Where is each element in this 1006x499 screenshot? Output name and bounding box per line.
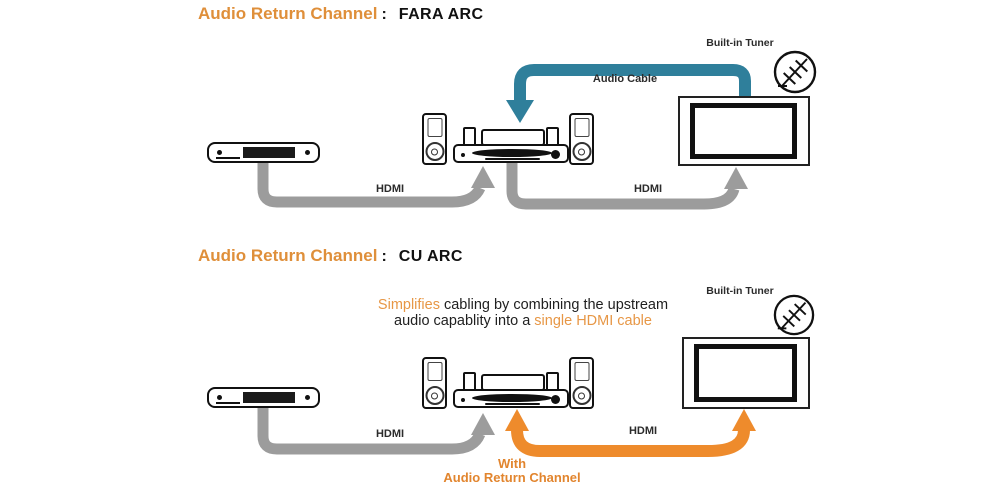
speaker-cone [572, 142, 591, 161]
player-button [217, 150, 222, 155]
receiver-knob [551, 150, 560, 159]
hdmi-label-player-bottom: HDMI [375, 428, 405, 440]
arc-description: Simplifies cabling by combining the upst… [356, 297, 690, 329]
speaker-left [422, 113, 447, 165]
speaker-right [569, 357, 594, 409]
arrowhead-up-icon [724, 167, 748, 189]
speaker-cone [572, 386, 591, 405]
speaker-port [574, 362, 589, 381]
home-theater-receiver [453, 144, 569, 163]
home-theater-receiver [453, 389, 569, 408]
audio-cable-label: Audio Cable [592, 73, 658, 85]
receiver-button [461, 398, 465, 402]
title-colon: : [381, 6, 387, 23]
audio-cable-tv-to-ht [506, 64, 751, 123]
built-in-tuner-label: Built-in Tuner [706, 285, 774, 297]
arrowhead-up-icon [505, 409, 529, 431]
arrowhead-up-icon [471, 413, 495, 435]
arc-hdmi-cable-bidirectional [505, 409, 756, 457]
tv-screen [694, 344, 797, 402]
arrowhead-down-icon [506, 100, 534, 123]
tv [678, 96, 810, 166]
speaker-left [422, 357, 447, 409]
antenna-icon [773, 50, 817, 94]
with-arc-line2: Audio Return Channel [443, 470, 581, 485]
player-display [243, 392, 295, 403]
speaker-port [427, 362, 442, 381]
arrowhead-up-icon [471, 166, 495, 188]
description-highlight: single HDMI cable [534, 313, 652, 329]
section-title-fara: Audio Return Channel : FARA ARC [198, 4, 483, 24]
hdmi-label-arc: HDMI [628, 425, 658, 437]
tv [682, 337, 810, 409]
with-arc-line1: With [497, 456, 527, 471]
title-variant: FARA ARC [398, 6, 484, 23]
receiver-detail [485, 158, 540, 160]
description-text: audio capablity into a [394, 313, 535, 329]
player-detail [216, 402, 240, 404]
speaker-cone [425, 386, 444, 405]
receiver-knob [551, 395, 560, 404]
with-arc-caption: With Audio Return Channel [402, 457, 622, 485]
player-button [217, 395, 222, 400]
dvd-player [207, 142, 320, 163]
built-in-tuner-label: Built-in Tuner [706, 37, 774, 49]
hdmi-cable-player-to-ht-bottom [257, 404, 495, 455]
disc-slot [472, 394, 552, 402]
speaker-port [427, 118, 442, 137]
title-variant: CU ARC [398, 248, 463, 265]
arrowhead-up-icon [732, 409, 756, 431]
description-text: cabling by combining the upstream [439, 297, 669, 313]
title-text: Audio Return Channel [198, 4, 378, 23]
disc-slot [472, 149, 552, 157]
hdmi-label-tv-top: HDMI [633, 183, 663, 195]
speaker-cone [425, 142, 444, 161]
receiver-detail [485, 403, 540, 405]
antenna-icon [773, 294, 815, 336]
player-button [305, 150, 310, 155]
player-detail [216, 157, 240, 159]
speaker-right [569, 113, 594, 165]
dvd-player [207, 387, 320, 408]
title-text: Audio Return Channel [198, 246, 378, 265]
speaker-port [574, 118, 589, 137]
player-button [305, 395, 310, 400]
hdmi-cable-player-to-ht-top [257, 158, 495, 208]
title-colon: : [381, 248, 387, 265]
section-title-cu: Audio Return Channel : CU ARC [198, 246, 463, 266]
tv-screen [690, 103, 797, 159]
hdmi-cable-ht-to-tv-top [506, 158, 748, 210]
player-display [243, 147, 295, 158]
description-highlight: Simplifies [377, 297, 440, 313]
hdmi-label-player-top: HDMI [375, 183, 405, 195]
receiver-button [461, 153, 465, 157]
